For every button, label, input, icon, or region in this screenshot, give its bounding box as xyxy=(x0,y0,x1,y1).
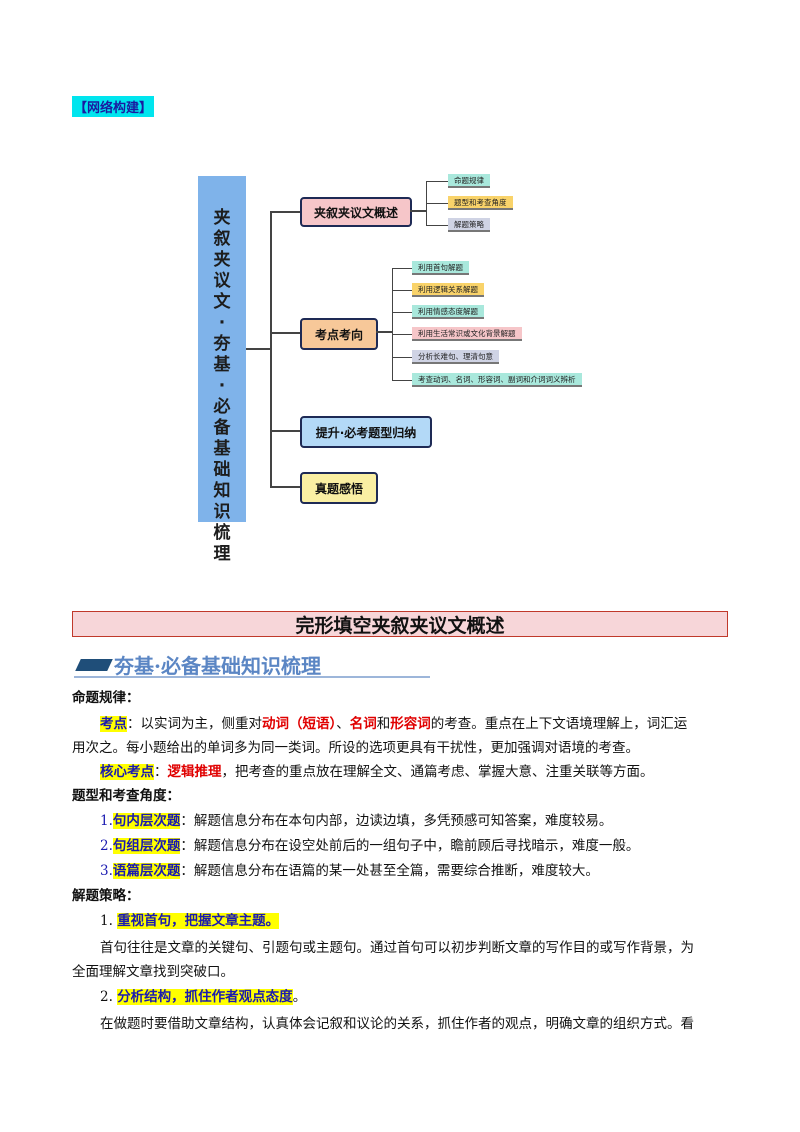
paragraph-exam-points-cont: 用次之。每小题给出的单词多为同一类词。所设的选项更具有干扰性，更加强调对语境的考… xyxy=(72,740,639,756)
text: 和 xyxy=(376,716,391,732)
connector xyxy=(426,225,448,226)
strategy-item-1: 1. 重视首句，把握文章主题。 xyxy=(100,911,280,931)
text: 的考查。重点在上下文语境理解上，词汇运 xyxy=(430,716,688,732)
text: ：以实词为主，侧重对 xyxy=(127,716,262,732)
branch-improve: 提升·必考题型归纳 xyxy=(300,416,432,448)
leaf-strategy: 解题策略 xyxy=(448,218,490,232)
highlight-nouns: 名词 xyxy=(349,716,377,732)
section-banner: 夯基·必备基础知识梳理 xyxy=(74,650,430,678)
leaf-long-sentences: 分析长难句、理清句意 xyxy=(412,350,499,364)
text: ：解题信息分布在设空处前后的一组句子中，瞻前顾后寻找暗示，难度一般。 xyxy=(180,838,640,854)
text: ：解题信息分布在语篇的某一处甚至全篇，需要综合推断，难度较大。 xyxy=(180,863,599,879)
highlight-verbs: 动词（短语） xyxy=(262,716,337,732)
item-number: 3. xyxy=(100,863,113,879)
branch-points: 考点考向 xyxy=(300,318,378,350)
banner-text: 夯基·必备基础知识梳理 xyxy=(114,654,321,678)
mindmap-root: 夹叙夹议文·夯基·必备基础知识梳理 xyxy=(198,176,246,564)
type-item-1: 1.句内层次题：解题信息分布在本句内部，边读边填，多凭预感可知答案，难度较易。 xyxy=(100,811,612,831)
connector xyxy=(426,203,448,204)
paragraph-core-points: 核心考点：逻辑推理，把考查的重点放在理解全文、通篇考虑、掌握大意、注重关联等方面… xyxy=(100,762,654,782)
label-core-points: 核心考点 xyxy=(100,764,154,780)
leaf-logic: 利用逻辑关系解题 xyxy=(412,283,484,297)
connector xyxy=(392,357,412,358)
type-label: 语篇层次题 xyxy=(112,863,181,879)
connector xyxy=(270,430,300,432)
branch-real-questions: 真题感悟 xyxy=(300,472,378,504)
text: 。 xyxy=(292,989,307,1005)
banner-bar xyxy=(75,659,113,671)
connector xyxy=(392,312,412,313)
item-number: 1. xyxy=(100,813,113,829)
heading-strategy: 解题策略： xyxy=(72,888,140,904)
text: ： xyxy=(154,764,168,780)
connector xyxy=(392,268,412,269)
connector xyxy=(270,486,300,488)
highlight-adjectives: 形容词 xyxy=(390,716,431,732)
connector xyxy=(392,268,393,381)
leaf-types: 题型和考查角度 xyxy=(448,196,513,210)
type-item-3: 3.语篇层次题：解题信息分布在语篇的某一处甚至全篇，需要综合推断，难度较大。 xyxy=(100,861,599,881)
leaf-rules: 命题规律 xyxy=(448,174,490,188)
text: ，把考查的重点放在理解全文、通篇考虑、掌握大意、注重关联等方面。 xyxy=(221,764,654,780)
strategy-1-line-1: 首句往往是文章的关键句、引题句或主题句。通过首句可以初步判断文章的写作目的或写作… xyxy=(100,940,694,956)
connector xyxy=(376,331,392,333)
connector xyxy=(410,210,426,212)
heading-types: 题型和考查角度： xyxy=(72,788,180,804)
leaf-first-sentence: 利用首句解题 xyxy=(412,261,469,275)
leaf-common-sense: 利用生活常识或文化背景解题 xyxy=(412,327,522,341)
strategy-1-line-2: 全面理解文章找到突破口。 xyxy=(72,964,234,980)
highlight-logic: 逻辑推理 xyxy=(167,764,222,780)
type-label: 句组层次题 xyxy=(112,838,181,854)
type-item-2: 2.句组层次题：解题信息分布在设空处前后的一组句子中，瞻前顾后寻找暗示，难度一般… xyxy=(100,836,639,856)
leaf-emotion: 利用情感态度解题 xyxy=(412,305,484,319)
connector xyxy=(270,332,300,334)
item-number: 2. xyxy=(100,838,113,854)
network-label: 【网络构建】 xyxy=(72,96,155,117)
strategy-label: 分析结构，抓住作者观点态度 xyxy=(117,989,293,1005)
leaf-word-meaning: 考查动词、名词、形容词、副词和介词词义辨析 xyxy=(412,373,582,387)
connector xyxy=(270,211,300,213)
strategy-label: 重视首句，把握文章主题。 xyxy=(117,913,280,929)
text: ：解题信息分布在本句内部，边读边填，多凭预感可知答案，难度较易。 xyxy=(180,813,613,829)
connector xyxy=(426,181,448,182)
connector xyxy=(270,211,272,487)
strategy-item-2: 2. 分析结构，抓住作者观点态度。 xyxy=(100,987,306,1007)
label-exam-points: 考点 xyxy=(100,716,127,732)
connector xyxy=(392,334,412,335)
mindmap-root-label: 夹叙夹议文·夯基·必备基础知识梳理 xyxy=(213,208,231,564)
connector xyxy=(246,348,270,350)
connector xyxy=(392,290,412,291)
item-number: 1. xyxy=(100,913,113,929)
section-title: 完形填空夹叙夹议文概述 xyxy=(72,611,728,637)
branch-overview: 夹叙夹议文概述 xyxy=(300,197,412,227)
strategy-2-line-1: 在做题时要借助文章结构，认真体会记叙和议论的关系，抓住作者的观点，明确文章的组织… xyxy=(100,1016,694,1032)
banner-underline xyxy=(74,676,430,678)
heading-rules: 命题规律： xyxy=(72,690,140,706)
text: 、 xyxy=(336,716,350,732)
item-number: 2. xyxy=(100,989,113,1005)
paragraph-exam-points: 考点：以实词为主，侧重对动词（短语）、名词和形容词的考查。重点在上下文语境理解上… xyxy=(100,714,687,734)
connector xyxy=(392,380,412,381)
type-label: 句内层次题 xyxy=(112,813,181,829)
